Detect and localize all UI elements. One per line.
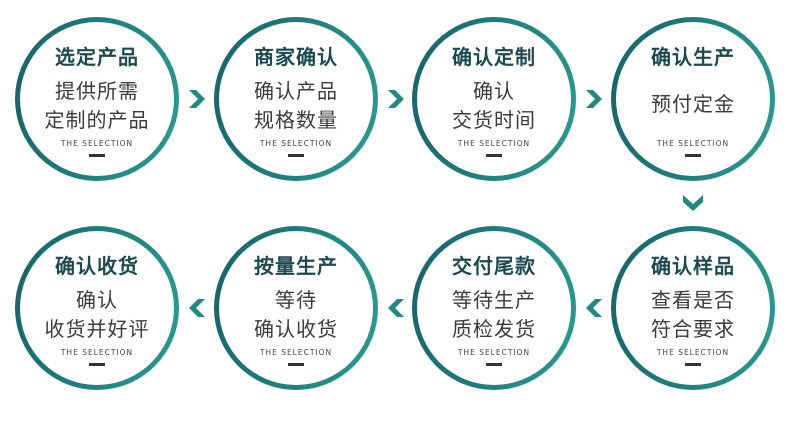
step-2-circle: 商家确认 确认产品 规格数量 THE SELECTION [214, 17, 378, 181]
step-description: 等待生产 质检发货 [417, 286, 571, 344]
step-title: 确认样品 [651, 254, 735, 278]
step-desc-line: 符合要求 [651, 317, 735, 341]
step-title: 选定产品 [55, 45, 139, 69]
step-desc-line: 规格数量 [254, 108, 338, 132]
step-desc-line: 收货并好评 [44, 317, 150, 341]
step-desc-line: 预付定金 [651, 92, 735, 116]
step-desc-line: 查看是否 [651, 288, 735, 312]
chevron-down-icon [683, 195, 703, 211]
step-subtitle: THE SELECTION [656, 139, 730, 148]
divider-bar [89, 154, 105, 157]
step-title: 确认定制 [452, 45, 536, 69]
step-subtitle: THE SELECTION [457, 348, 531, 357]
divider-bar [89, 363, 105, 366]
step-description: 确认产品 规格数量 [219, 77, 373, 135]
step-subtitle: THE SELECTION [60, 139, 134, 148]
step-5-circle: 确认样品 查看是否 符合要求 THE SELECTION [611, 226, 775, 390]
step-description: 预付定金 [616, 90, 770, 119]
step-description: 等待 确认收货 [219, 286, 373, 344]
step-desc-line: 质检发货 [452, 317, 536, 341]
divider-bar [685, 154, 701, 157]
chevron-left-icon [388, 299, 404, 317]
step-3-circle: 确认定制 确认 交货时间 THE SELECTION [412, 17, 576, 181]
step-title: 按量生产 [254, 254, 338, 278]
step-description: 确认 交货时间 [417, 77, 571, 135]
chevron-right-icon [586, 90, 602, 108]
step-1-circle: 选定产品 提供所需 定制的产品 THE SELECTION [15, 17, 179, 181]
divider-bar [486, 154, 502, 157]
step-desc-line: 交货时间 [452, 108, 536, 132]
divider-bar [288, 154, 304, 157]
step-4-circle: 确认生产 预付定金 THE SELECTION [611, 17, 775, 181]
step-6-circle: 交付尾款 等待生产 质检发货 THE SELECTION [412, 226, 576, 390]
step-desc-line: 确认 [76, 288, 118, 312]
chevron-left-icon [586, 299, 602, 317]
divider-bar [486, 363, 502, 366]
chevron-right-icon [388, 90, 404, 108]
chevron-right-icon [189, 90, 205, 108]
step-subtitle: THE SELECTION [60, 348, 134, 357]
step-desc-line: 等待生产 [452, 288, 536, 312]
step-title: 确认生产 [651, 45, 735, 69]
step-description: 提供所需 定制的产品 [20, 77, 174, 135]
step-desc-line: 定制的产品 [44, 108, 150, 132]
step-description: 确认 收货并好评 [20, 286, 174, 344]
step-desc-line: 确认收货 [254, 317, 338, 341]
step-title: 确认收货 [55, 254, 139, 278]
step-desc-line: 确认 [473, 79, 515, 103]
step-subtitle: THE SELECTION [656, 348, 730, 357]
step-8-circle: 确认收货 确认 收货并好评 THE SELECTION [15, 226, 179, 390]
step-desc-line: 提供所需 [55, 79, 139, 103]
step-desc-line: 等待 [275, 288, 317, 312]
step-desc-line: 确认产品 [254, 79, 338, 103]
step-subtitle: THE SELECTION [457, 139, 531, 148]
step-title: 交付尾款 [452, 254, 536, 278]
chevron-left-icon [189, 299, 205, 317]
divider-bar [685, 363, 701, 366]
step-7-circle: 按量生产 等待 确认收货 THE SELECTION [214, 226, 378, 390]
step-description: 查看是否 符合要求 [616, 286, 770, 344]
step-title: 商家确认 [254, 45, 338, 69]
step-subtitle: THE SELECTION [259, 139, 333, 148]
divider-bar [288, 363, 304, 366]
step-subtitle: THE SELECTION [259, 348, 333, 357]
